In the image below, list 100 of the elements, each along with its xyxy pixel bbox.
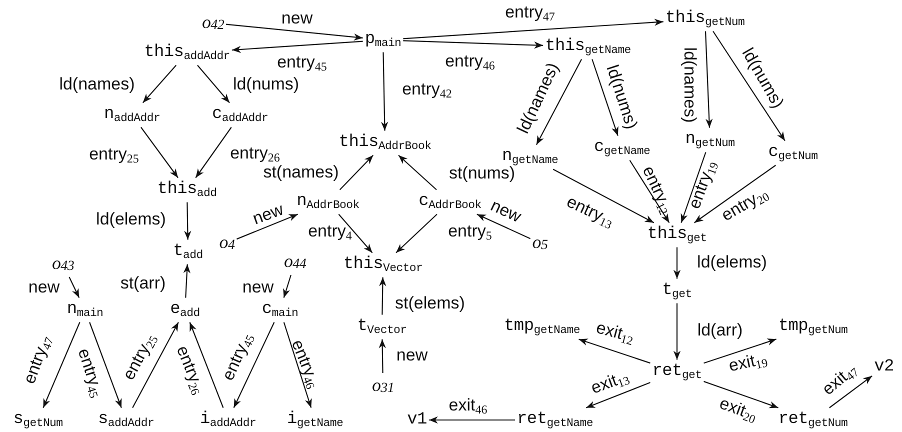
edge-label: ld(nums) <box>232 76 300 92</box>
edge-label: entry$_{25}$ <box>88 146 140 164</box>
node-label: this$_{AddrBook}$ <box>338 132 432 154</box>
node-label: o$_{5}$ <box>532 232 548 254</box>
arrow <box>704 31 713 128</box>
edge-label: new <box>241 278 275 296</box>
edge-label: new <box>395 346 429 364</box>
edge-label: entry$_{4}$ <box>307 222 353 242</box>
arrow <box>338 214 373 254</box>
arrow <box>232 40 363 54</box>
edge-label: new <box>250 200 286 228</box>
arrow <box>283 274 292 298</box>
edge-label: ld(elems) <box>95 210 167 228</box>
arrow <box>236 214 298 240</box>
arrow <box>132 322 179 408</box>
node-label: o$_{42}$ <box>202 12 224 34</box>
node-label: v2 <box>874 358 894 376</box>
edge-label: st(arr) <box>119 274 167 292</box>
edge-label: st(names) <box>262 164 340 180</box>
arrow <box>629 160 670 224</box>
node-label: i$_{addAddr}$ <box>200 410 256 430</box>
arrow <box>283 322 312 408</box>
arrow <box>680 152 706 223</box>
edge-label: entry$_{46}$ <box>444 52 496 72</box>
node-label: this$_{get}$ <box>647 224 707 246</box>
arrow <box>68 276 80 298</box>
arrow <box>829 375 872 408</box>
arrow <box>403 18 664 40</box>
node-label: c$_{AddrBook}$ <box>418 192 482 212</box>
arrow <box>89 322 122 408</box>
arrow <box>184 202 192 240</box>
edge-label: new <box>280 10 314 26</box>
node-label: o$_{4}$ <box>219 232 235 254</box>
arrow <box>396 214 438 254</box>
arrow <box>142 64 177 104</box>
edge-label: st(nums) <box>448 164 516 182</box>
arrow <box>673 247 681 279</box>
node-label: ret$_{getName}$ <box>517 410 593 430</box>
arrow <box>381 52 388 131</box>
edge-label: exit$_{46}$ <box>448 396 488 416</box>
arrow <box>398 154 437 190</box>
node-label: o$_{44}$ <box>284 251 306 273</box>
arrow <box>592 59 618 136</box>
arrow <box>403 40 544 49</box>
arrow <box>42 322 80 408</box>
node-label: s$_{addAddr}$ <box>98 410 154 430</box>
node-label: n$_{AddrBook}$ <box>296 192 360 212</box>
arrow <box>140 126 178 178</box>
node-label: ret$_{get}$ <box>652 362 702 382</box>
arrow <box>233 322 275 408</box>
edge-label: entry$_{45}$ <box>276 54 328 72</box>
arrow <box>183 264 190 298</box>
arrow <box>339 154 374 190</box>
arrow <box>189 322 224 408</box>
node-label: c$_{main}$ <box>262 300 298 320</box>
edge-label: ld(names) <box>58 76 136 92</box>
node-label: s$_{getNum}$ <box>13 410 63 430</box>
node-label: c$_{getNum}$ <box>768 142 818 164</box>
arrow <box>712 30 786 142</box>
arrow <box>694 164 776 224</box>
arrow <box>197 64 230 104</box>
arrow <box>704 380 778 408</box>
edge-label: st(elems) <box>394 294 466 312</box>
node-label: tmp$_{getNum}$ <box>778 316 848 338</box>
arrow <box>536 59 582 145</box>
arrow <box>673 303 681 360</box>
node-label: c$_{addAddr}$ <box>212 104 268 126</box>
node-label: this$_{Vector}$ <box>343 254 423 276</box>
node-label: this$_{getNum}$ <box>665 8 745 30</box>
node-label: n$_{addAddr}$ <box>104 104 160 126</box>
node-label: t$_{Vector}$ <box>357 316 407 338</box>
node-label: t$_{add}$ <box>173 242 203 262</box>
node-label: e$_{add}$ <box>170 300 200 320</box>
node-label: n$_{main}$ <box>66 300 104 320</box>
node-label: c$_{getName}$ <box>594 138 650 158</box>
edge-label: ld(elems) <box>696 254 768 270</box>
edge-label: ld(arr) <box>696 322 744 338</box>
node-label: o$_{31}$ <box>372 375 394 397</box>
arrow <box>586 382 650 408</box>
arrow <box>476 214 531 240</box>
arrow <box>195 126 232 178</box>
node-label: n$_{getName}$ <box>502 146 558 168</box>
node-label: p$_{main}$ <box>364 30 402 50</box>
node-label: this$_{addAddr}$ <box>144 42 230 64</box>
arrow <box>578 338 650 364</box>
arrow <box>704 338 776 364</box>
node-label: t$_{get}$ <box>662 280 692 302</box>
node-label: n$_{getNum}$ <box>685 130 735 150</box>
node-label: v1 <box>407 410 427 430</box>
edge-label: new <box>27 278 61 296</box>
edge-label: entry$_{26}$ <box>229 144 281 164</box>
node-label: i$_{getName}$ <box>286 410 344 430</box>
edge-label: entry$_{42}$ <box>401 80 453 100</box>
arrow <box>552 168 654 224</box>
node-label: tmp$_{getName}$ <box>504 316 580 338</box>
node-label: o$_{43}$ <box>52 253 74 275</box>
edge-label: ld(names) <box>682 46 698 124</box>
arrow <box>428 416 516 424</box>
node-label: this$_{getName}$ <box>545 36 631 58</box>
arrow <box>378 339 386 373</box>
